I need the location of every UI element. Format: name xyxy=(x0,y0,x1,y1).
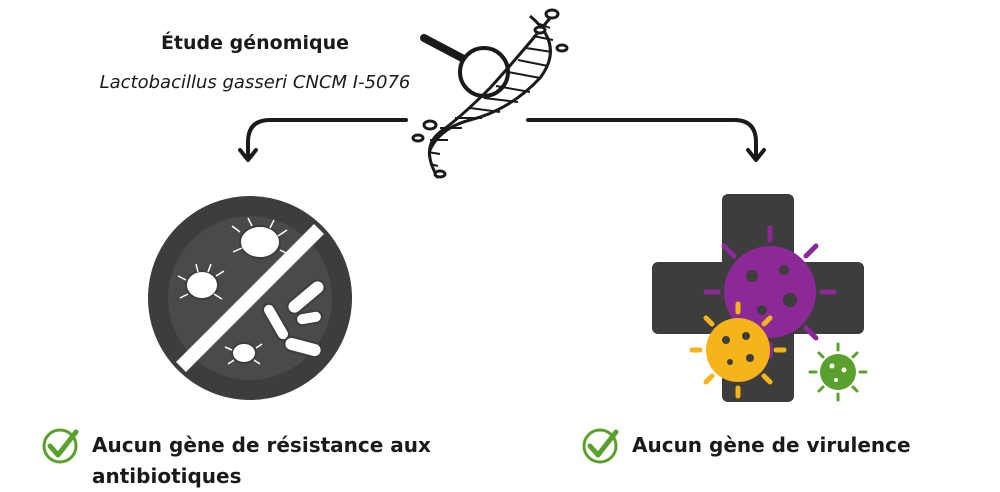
arrow-right xyxy=(526,118,758,160)
dna-helix-icon xyxy=(411,8,569,179)
virus-cross-icon xyxy=(652,194,868,402)
strain-name: Lactobacillus gasseri CNCM I-5076 xyxy=(99,72,411,93)
check-circle-icon xyxy=(42,428,79,464)
study-title: Étude génomique xyxy=(160,32,350,54)
magnifier-icon xyxy=(420,34,510,98)
no-bacteria-icon xyxy=(148,196,352,400)
result-virulence: Aucun gène de virulence xyxy=(632,433,911,457)
check-circle-icon xyxy=(582,428,619,464)
result-antibiotic-resistance: Aucun gène de résistance aux antibiotiqu… xyxy=(92,433,431,488)
arrow-left xyxy=(246,118,408,160)
virus-yellow xyxy=(689,301,787,399)
virus-purple xyxy=(703,225,837,359)
branch-arrows xyxy=(238,118,766,162)
virus-green xyxy=(808,342,868,402)
